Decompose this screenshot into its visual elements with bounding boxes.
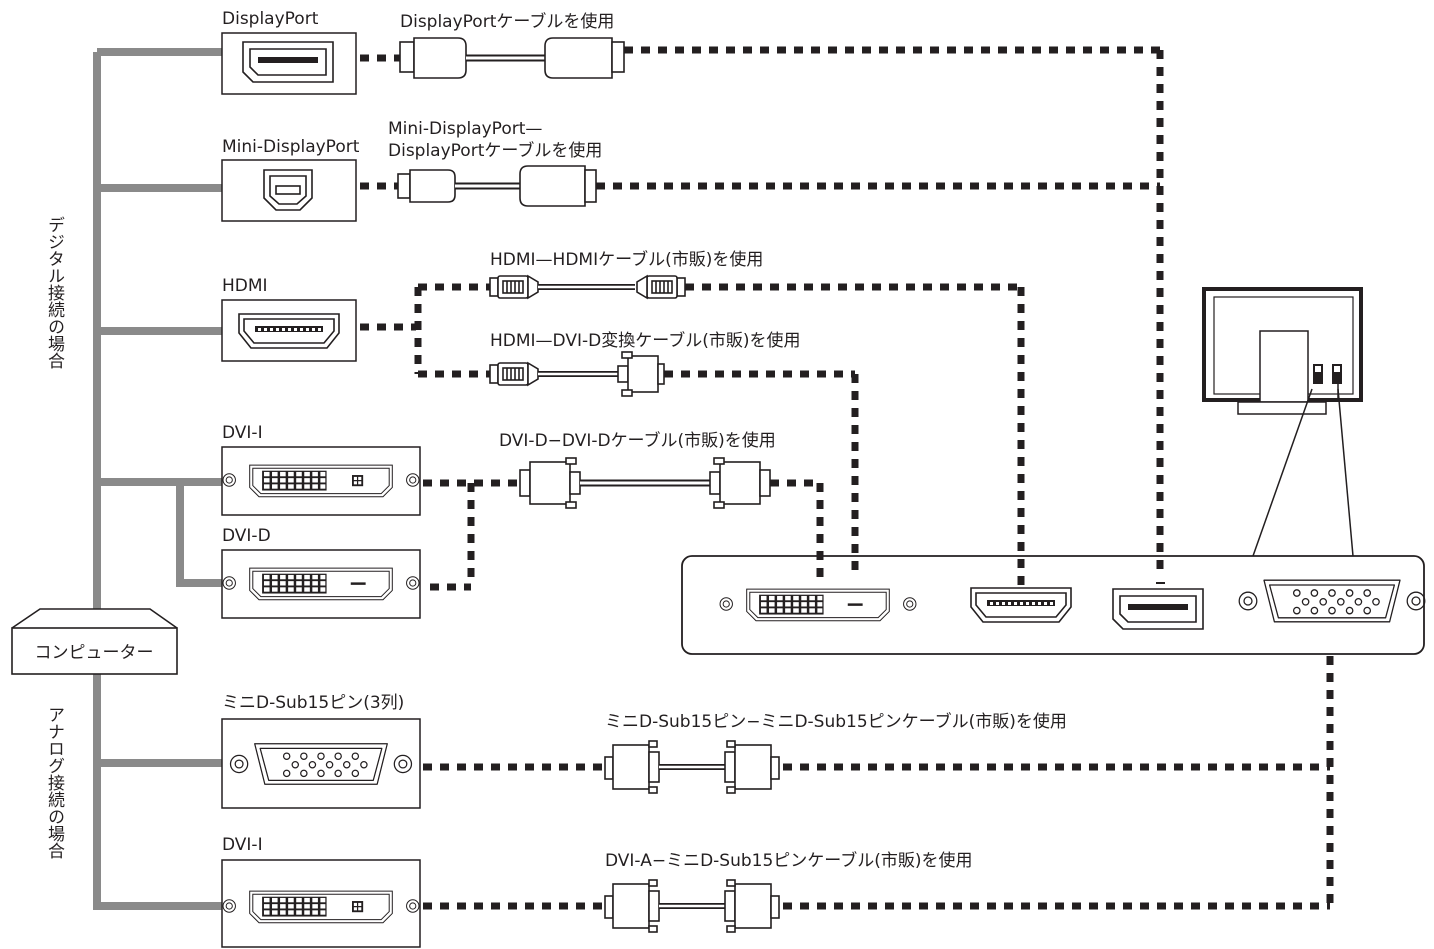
cable-displayport-label: DisplayPortケーブルを使用: [400, 11, 614, 32]
port-dvi-i-analog: DVI-I: [221, 835, 421, 948]
cable-mini-dp-label-2: DisplayPortケーブルを使用: [388, 140, 602, 161]
port-mini-displayport-label: Mini-DisplayPort: [222, 137, 360, 157]
port-dvi-i-analog-label: DVI-I: [222, 835, 263, 855]
analog-group-label: アナログ接続の場合: [44, 706, 65, 859]
cable-dvi-dvi-label: DVI-D−DVI-Dケーブル(市販)を使用: [499, 430, 776, 451]
port-mini-displayport: Mini-DisplayPort: [221, 137, 360, 222]
cable-hdmi-hdmi: HDMI—HDMIケーブル(市販)を使用: [489, 249, 763, 299]
connection-tree: [93, 48, 222, 910]
port-displayport-label: DisplayPort: [222, 9, 319, 29]
cable-path-hdmi: [360, 283, 1025, 585]
port-dvi-d: DVI-D: [221, 526, 421, 619]
monitor-back-view: [1202, 287, 1363, 557]
cable-dvia-dsub: DVI-A−ミニD-Sub15ピンケーブル(市販)を使用: [604, 850, 973, 933]
cable-path-dvi: [423, 479, 824, 591]
cable-path-analog: [423, 656, 1334, 910]
port-displayport: DisplayPort: [221, 9, 357, 95]
monitor-panel: [681, 555, 1426, 655]
cable-dsub-dsub: ミニD-Sub15ピン−ミニD-Sub15ピンケーブル(市販)を使用: [604, 711, 1067, 794]
cable-dvi-dvi: DVI-D−DVI-Dケーブル(市販)を使用: [499, 430, 776, 509]
port-mini-dsub-label: ミニD-Sub15ピン(3列): [222, 693, 404, 713]
port-dvi-i-label: DVI-I: [222, 423, 263, 443]
port-hdmi: HDMI: [221, 276, 357, 362]
cable-hdmi-dvi-label: HDMI—DVI-D変換ケーブル(市販)を使用: [490, 330, 800, 351]
computer: コンピューター: [11, 608, 178, 675]
cable-path-displayport: [360, 46, 1165, 584]
digital-group-label: デジタル接続の場合: [44, 216, 65, 369]
port-dvi-i: DVI-I: [221, 423, 421, 516]
cable-dsub-dsub-label: ミニD-Sub15ピン−ミニD-Sub15ピンケーブル(市販)を使用: [605, 711, 1067, 732]
cable-displayport: DisplayPortケーブルを使用: [399, 11, 625, 79]
port-dvi-d-label: DVI-D: [222, 526, 271, 546]
cable-dvia-dsub-label: DVI-A−ミニD-Sub15ピンケーブル(市販)を使用: [605, 850, 973, 871]
cable-hdmi-dvi: HDMI—DVI-D変換ケーブル(市販)を使用: [489, 330, 800, 397]
cable-hdmi-hdmi-label: HDMI—HDMIケーブル(市販)を使用: [490, 249, 763, 270]
computer-label: コンピューター: [35, 643, 154, 663]
port-hdmi-label: HDMI: [222, 276, 268, 296]
port-mini-dsub: ミニD-Sub15ピン(3列): [221, 693, 421, 809]
cable-mini-displayport: Mini-DisplayPort— DisplayPortケーブルを使用: [388, 119, 602, 207]
cable-mini-dp-label-1: Mini-DisplayPort—: [388, 119, 542, 139]
